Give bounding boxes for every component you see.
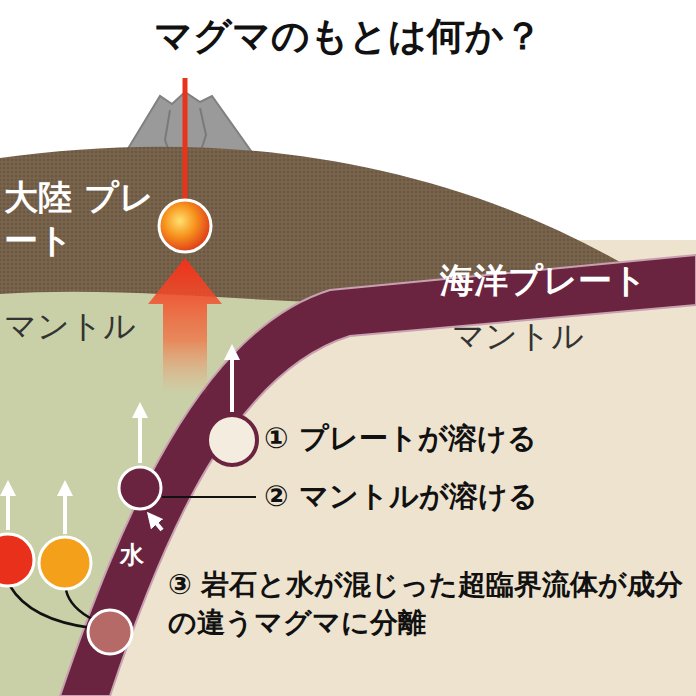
diagram-title: マグマのもとは何か？ xyxy=(0,12,696,61)
oceanic-plate xyxy=(60,255,696,696)
mantle-melt-circle xyxy=(119,467,161,509)
plate-name: 大陸 プレート xyxy=(4,176,154,261)
magma-circle xyxy=(39,537,91,589)
process-label: ① プレートが溶ける xyxy=(264,420,537,458)
water-label: 水 xyxy=(120,540,144,571)
split-line xyxy=(66,590,94,620)
region-name: マントル xyxy=(4,306,136,348)
process-label: ③ 岩石と水が混じった超臨界流体が成分の違うマグマに分離 xyxy=(168,566,688,642)
oceanic-mantle xyxy=(0,240,696,696)
rise-arrows xyxy=(8,352,232,534)
process-label: ② マントルが溶ける xyxy=(264,478,538,516)
plate-name: 海洋プレート xyxy=(440,258,647,302)
plate-melt-circle xyxy=(207,415,257,465)
leader-line xyxy=(162,496,256,498)
region-name: マントル xyxy=(452,316,584,358)
split-line xyxy=(10,586,92,628)
magma-rise-arrow xyxy=(148,258,222,395)
magma-chamber xyxy=(159,200,211,252)
fluid-circle xyxy=(88,610,132,654)
magma-circle xyxy=(0,534,34,586)
magma-conduit xyxy=(183,78,188,205)
